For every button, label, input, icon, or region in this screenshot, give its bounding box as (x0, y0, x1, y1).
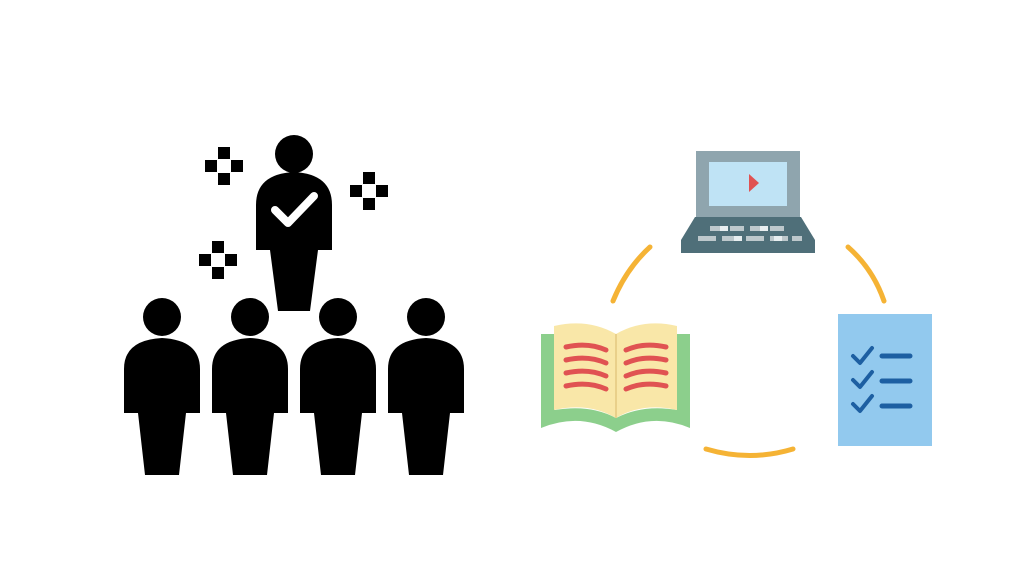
person-icon (388, 298, 464, 475)
person-check-icon (256, 135, 332, 311)
text-lines (563, 342, 669, 392)
check-icon (851, 346, 874, 365)
cycle-arc-bottom (703, 446, 796, 458)
laptop-play-icon (681, 151, 815, 253)
play-icon (749, 174, 759, 192)
followers-row (124, 298, 464, 475)
cycle-arc-left (610, 244, 653, 304)
cycle-arc-icon (610, 244, 887, 458)
checklist-icon (838, 314, 932, 446)
sparkle-icon (205, 147, 243, 185)
team-group (124, 135, 464, 475)
open-book-icon (541, 323, 690, 432)
check-icon (851, 394, 874, 413)
checkmark-icon (271, 192, 318, 227)
person-icon (300, 298, 376, 475)
cycle-arc-right (845, 244, 887, 304)
person-icon (124, 298, 200, 475)
keyboard-highlight (720, 226, 782, 241)
sparkle-icon (350, 172, 388, 210)
check-icon (851, 370, 874, 389)
person-icon (212, 298, 288, 475)
sparkle-icon (199, 241, 237, 279)
learning-cycle (541, 151, 932, 458)
